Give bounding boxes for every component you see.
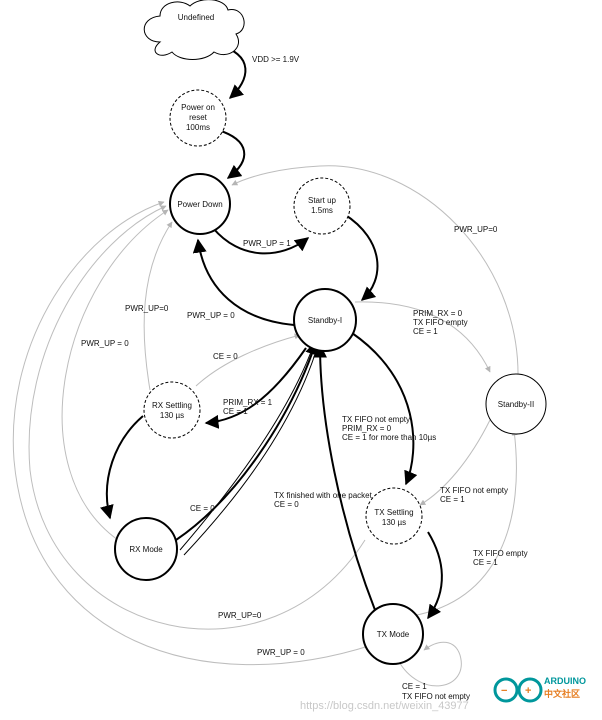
state-tx-mode: TX Mode — [362, 603, 424, 665]
edge-rxsettle-to-powerdown — [143, 221, 173, 391]
edge-txmode-to-standby1 — [313, 343, 376, 611]
label-ce0-rxmode: CE = 0 — [190, 504, 215, 513]
edge-txmode-to-standby2 — [411, 429, 518, 617]
state-rx-mode: RX Mode — [114, 517, 178, 581]
edge-standby2-to-powerdown — [231, 165, 519, 379]
state-standby-2: Standby-II — [485, 373, 547, 435]
label-pwr-up-0-txsettle: PWR_UP=0 — [218, 611, 262, 620]
power-on-reset-line-3: 100ms — [186, 123, 210, 132]
standby-2-label: Standby-II — [498, 400, 534, 409]
edge-standby1-to-txsettle — [351, 332, 418, 486]
rx-settling-line-1: RX Settling — [152, 401, 192, 410]
tx-mode-label: TX Mode — [377, 630, 410, 639]
label-tx-fifo-empty-2: CE = 1 — [473, 558, 498, 567]
rx-settling-line-2: 130 µs — [160, 411, 184, 420]
label-standby2-txsettle-1: TX FIFO not empty — [440, 486, 508, 495]
logo-caption: 中文社区 — [544, 688, 580, 699]
state-power-on-reset: Power on reset 100ms — [169, 89, 227, 147]
arduino-cn-logo: − + ARDUINO 中文社区 — [493, 676, 586, 703]
state-standby-1: Standby-I — [293, 288, 357, 352]
logo-ring-left — [493, 677, 519, 703]
label-pwr-up-0-rxsettle: PWR_UP=0 — [125, 304, 169, 313]
edge-startup-to-standby1 — [343, 213, 379, 301]
label-prim-rx1-2: CE = 1 — [223, 407, 248, 416]
edge-rxmode-to-powerdown — [61, 209, 169, 541]
power-on-reset-line-1: Power on — [181, 103, 215, 112]
power-down-label: Power Down — [177, 200, 222, 209]
edge-standby1-to-rxsettle — [195, 333, 301, 387]
edge-rxsettle-to-rxmode — [100, 415, 144, 520]
states: Undefined Power on reset 100ms Power Dow… — [114, 0, 547, 665]
cloud-shape — [143, 0, 245, 60]
label-tx-self-2: TX FIFO not empty — [402, 692, 470, 701]
state-start-up: Start up 1.5ms — [293, 177, 351, 235]
grey-transitions — [12, 165, 519, 687]
edge-standby1-to-powerdown — [192, 238, 295, 326]
start-up-line-2: 1.5ms — [311, 206, 333, 215]
logo-ring-right — [517, 677, 543, 703]
edge-standby1-to-standby2 — [354, 301, 491, 373]
state-undefined-label: Undefined — [178, 13, 214, 22]
edge-standby1-fan-1 — [179, 343, 315, 551]
label-to-txsettle-2: PRIM_RX = 0 — [342, 424, 392, 433]
state-power-down: Power Down — [169, 173, 231, 235]
label-pwr-up-0-txmode: PWR_UP = 0 — [257, 648, 305, 657]
edge-txsettle-to-powerdown — [28, 205, 366, 630]
start-up-line-1: Start up — [308, 196, 337, 205]
label-to-txsettle-3: CE = 1 for more than 10µs — [342, 433, 436, 442]
label-prim-rx1-1: PRIM_RX = 1 — [223, 398, 273, 407]
label-pwr-up-0-standby2: PWR_UP=0 — [454, 225, 498, 234]
label-tx-self-1: CE = 1 — [402, 682, 427, 691]
rx-mode-label: RX Mode — [129, 545, 163, 554]
edge-labels: VDD >= 1.9V PWR_UP = 1 PWR_UP=0 PWR_UP=0… — [81, 55, 528, 701]
label-pwr-up-0-standby: PWR_UP = 0 — [187, 311, 235, 320]
edge-standby2-to-txsettle — [419, 419, 491, 506]
label-pwr-up-1: PWR_UP = 1 — [243, 239, 291, 248]
tx-settling-line-2: 130 µs — [382, 518, 406, 527]
edge-standby1-fan-2 — [183, 344, 319, 556]
tx-settling-line-1: TX Settling — [374, 508, 413, 517]
label-pwr-up-0-rxmode: PWR_UP = 0 — [81, 339, 129, 348]
edge-txsettle-to-txmode — [427, 531, 443, 620]
state-tx-settling: TX Settling 130 µs — [365, 487, 423, 545]
watermark-url: https://blog.csdn.net/weixin_43977 — [300, 700, 469, 712]
logo-brand: ARDUINO — [544, 676, 586, 686]
label-to-standby2-3: CE = 1 — [413, 327, 438, 336]
edge-txmode-to-powerdown — [12, 200, 373, 666]
standby-1-label: Standby-I — [308, 316, 342, 325]
black-transitions — [100, 44, 443, 620]
label-standby2-txsettle-2: CE = 1 — [440, 495, 465, 504]
label-ce0-rxsettle: CE = 0 — [213, 352, 238, 361]
logo-minus: − — [501, 685, 507, 697]
edge-powerdown-to-startup — [212, 227, 310, 255]
label-tx-fifo-empty-1: TX FIFO empty — [473, 549, 528, 558]
edge-rxmode-to-standby1 — [175, 340, 319, 541]
edge-poweron-to-powerdown — [217, 129, 246, 179]
label-to-standby2-2: TX FIFO empty — [413, 318, 468, 327]
edge-standby1-to-rxsettle — [204, 347, 307, 429]
logo-plus: + — [525, 685, 531, 697]
label-to-standby2-1: PRIM_RX = 0 — [413, 309, 463, 318]
state-undefined: Undefined — [143, 0, 245, 60]
label-tx-finished-2: CE = 0 — [274, 500, 299, 509]
edge-txmode-self-loop — [397, 641, 462, 687]
power-on-reset-line-2: reset — [189, 113, 208, 122]
label-tx-finished-1: TX finished with one packet — [274, 491, 373, 500]
label-vdd: VDD >= 1.9V — [252, 55, 300, 64]
label-to-txsettle-1: TX FIFO not empty — [342, 415, 410, 424]
state-rx-settling: RX Settling 130 µs — [143, 381, 201, 439]
